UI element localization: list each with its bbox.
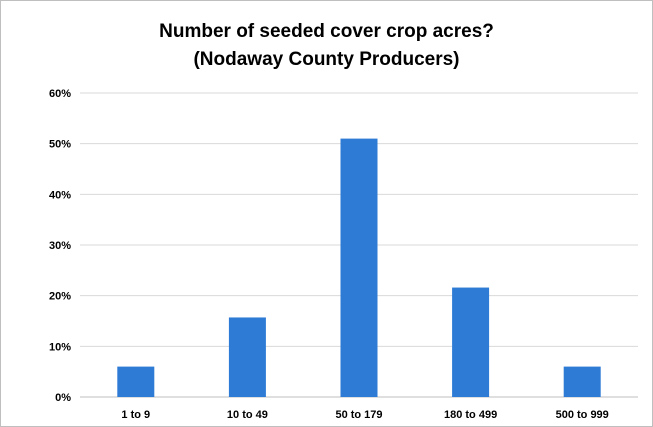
y-tick-label: 40% xyxy=(49,189,71,201)
bar xyxy=(452,287,490,397)
x-tick-label: 50 to 179 xyxy=(335,409,382,421)
y-tick-label: 30% xyxy=(49,240,71,252)
bar xyxy=(117,366,155,397)
bar xyxy=(228,317,266,397)
x-tick-label: 500 to 999 xyxy=(556,409,609,421)
x-tick-label: 180 to 499 xyxy=(444,409,497,421)
x-tick-label: 10 to 49 xyxy=(227,409,268,421)
chart-title: Number of seeded cover crop acres? xyxy=(159,21,494,42)
y-tick-label: 10% xyxy=(49,341,71,353)
bar xyxy=(340,138,378,397)
chart-subtitle: (Nodaway County Producers) xyxy=(193,49,460,70)
x-tick-label: 1 to 9 xyxy=(121,409,150,421)
y-tick-label: 50% xyxy=(49,139,71,151)
y-tick-label: 60% xyxy=(49,88,71,100)
y-tick-label: 20% xyxy=(49,291,71,303)
y-tick-label: 0% xyxy=(55,392,71,404)
bar xyxy=(563,366,601,397)
